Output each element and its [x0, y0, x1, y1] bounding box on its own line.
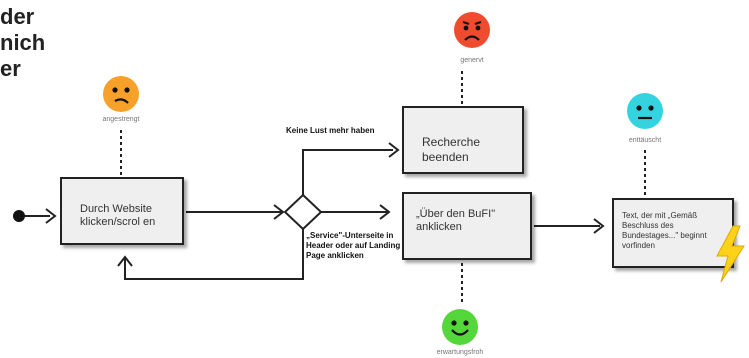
heading-line-2: nich	[0, 30, 46, 55]
arrowhead-result	[593, 218, 605, 234]
emotion-face-strained	[103, 76, 139, 112]
emotion-face-annoyed	[454, 12, 490, 48]
decision-diamond	[283, 193, 323, 231]
emotion-label-strained: angestrengt	[102, 116, 140, 123]
arrowhead-loop	[117, 255, 133, 267]
emotion-label-expected: erwartungsfroh	[436, 349, 484, 356]
node-about-text: „Über den BuFI" anklicken	[416, 208, 496, 233]
edge-decision-end	[302, 149, 393, 195]
edge-loop-back	[124, 229, 304, 280]
arrowhead-about	[379, 204, 391, 220]
emotion-label-annoyed: genervt	[460, 57, 484, 64]
node-about: „Über den BuFI" anklicken	[402, 192, 532, 260]
heading-line-1: der	[0, 4, 35, 29]
node-browse-text: Durch Website klicken/scrol en	[80, 203, 156, 228]
edge-label-service-click: „Service"-Unterseite in Header oder auf …	[306, 231, 401, 260]
arrowhead-browse	[45, 208, 57, 224]
emotion-face-expected	[442, 309, 478, 345]
heading-line-3: er	[0, 56, 21, 81]
edge-label-no-motivation: Keine Lust mehr haben	[286, 126, 375, 135]
node-browse: Durch Website klicken/scrol en	[60, 177, 184, 245]
strained-face-icon	[112, 87, 130, 104]
arrowhead-decision	[273, 204, 285, 220]
happy-face-icon	[451, 320, 469, 336]
start-node	[13, 210, 25, 222]
arrowhead-end	[388, 142, 400, 158]
lightning-bolt-icon	[716, 225, 745, 283]
emotion-face-disappointed	[627, 93, 663, 129]
node-end-search-text: Recherche beenden	[422, 135, 481, 164]
node-end-search: Recherche beenden	[402, 106, 524, 174]
emotion-label-disappointed: enttäuscht	[628, 137, 662, 144]
node-result: Text, der mit „Gemäß Beschluss des Bunde…	[612, 198, 734, 268]
disappointed-face-icon	[636, 105, 654, 120]
partial-heading: der nich er	[0, 4, 45, 82]
node-result-text: Text, der mit „Gemäß Beschluss des Bunde…	[622, 211, 707, 250]
annoyed-face-icon	[462, 21, 482, 41]
